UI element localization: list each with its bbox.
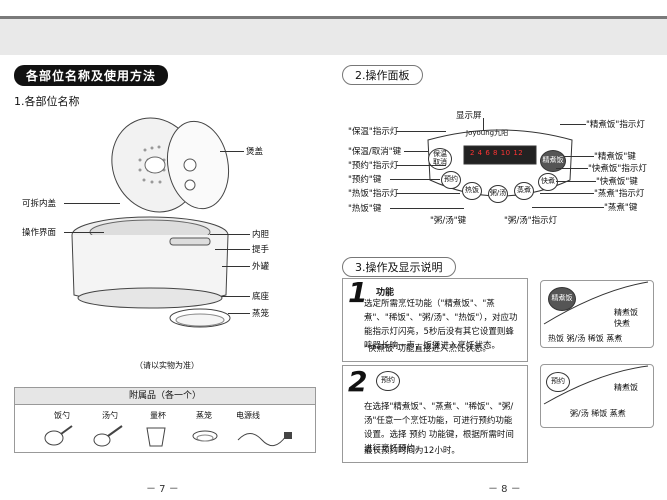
step2-fig-label1: 精煮饭: [614, 383, 638, 392]
step1-fine-button: 精煮饭: [548, 287, 576, 311]
step2-fig-reserve-button: 预约: [546, 372, 570, 392]
part-label-outer: 外罐: [252, 262, 270, 272]
step2-number: 2: [348, 365, 368, 398]
step1-box: [342, 278, 528, 362]
lbl-reheat-light: "热饭"指示灯: [348, 189, 399, 199]
rice-paddle-icon: [44, 425, 73, 446]
page-number-left: － 7 －: [146, 484, 179, 495]
soup-ladle-icon: [93, 425, 123, 447]
acc-label-cup: 量杯: [150, 411, 166, 420]
steam-button[interactable]: 蒸煮: [514, 182, 534, 200]
part-label-control: 操作界面: [22, 228, 57, 238]
lbl-steam-light: "蒸煮"指示灯: [594, 189, 645, 199]
keep-warm-button[interactable]: 保温 取消: [428, 148, 452, 170]
acc-label-soup-ladle: 汤勺: [102, 411, 118, 420]
lbl-porridge-light: "粥/汤"指示灯: [504, 216, 558, 226]
step1-fig-row: 热饭 粥/汤 稀饭 蒸煮: [548, 334, 623, 343]
lbl-quick-light: "快煮饭"指示灯: [588, 164, 647, 174]
step1-fig-label2: 快煮: [614, 319, 630, 328]
acc-label-cord: 电源线: [236, 411, 260, 420]
step1-note: "快煮饭"功能直接进入烹饪状态。: [364, 344, 491, 354]
panel-title: 2.操作面板: [342, 65, 423, 85]
instr-title: 3.操作及显示说明: [342, 257, 456, 277]
quick-rice-button[interactable]: 快煮: [538, 173, 558, 191]
step1-text: 选定所需烹饪功能（"精煮饭"、"蒸煮"、"稀饭"、"粥/汤"、"热饭"），对应功…: [364, 299, 518, 351]
steamer-icon: [192, 430, 218, 442]
step2-note: 最长预约时间为12小时。: [364, 446, 460, 456]
step1-fig-label1: 精煮饭: [614, 308, 638, 317]
step2-text: 在选择"精煮饭"、"蒸煮"、"稀饭"、"粥/汤"任意一个烹饪功能，可进行预约功能…: [364, 402, 514, 454]
step1-number: 1: [348, 276, 368, 309]
fine-rice-button[interactable]: 精煮饭: [540, 150, 566, 172]
display-label: 显示屏: [456, 111, 482, 121]
power-cord-icon: [237, 432, 292, 447]
lbl-keep-warm-light: "保温"指示灯: [348, 127, 399, 137]
lbl-reserve-key: "预约"键: [348, 175, 382, 185]
part-label-lid: 煲盖: [246, 147, 264, 157]
note-text: （请以实物为准）: [135, 361, 199, 370]
display-digits: 2 4 6 8 10 12: [470, 149, 524, 157]
top-band: [0, 16, 667, 55]
lbl-porridge-key: "粥/汤"键: [430, 216, 467, 226]
lbl-keep-warm-key: "保温/取消"键: [348, 147, 402, 157]
lbl-reheat-key: "热饭"键: [348, 204, 382, 214]
measuring-cup-icon: [146, 427, 166, 447]
porridge-button[interactable]: 粥/汤: [488, 185, 508, 203]
step1-title: 功能: [376, 288, 395, 298]
step1-figure: [540, 280, 654, 348]
accessories-title: 附属品（各一个）: [14, 387, 316, 405]
lbl-steam-key: "蒸煮"键: [604, 203, 638, 213]
part-label-handle: 提手: [252, 245, 270, 255]
lbl-quick-key: "快煮饭"键: [596, 177, 638, 187]
parts-subtitle: 1.各部位名称: [14, 95, 80, 108]
reserve-button[interactable]: 预约: [441, 171, 461, 189]
step2-fig-row: 粥/汤 稀饭 蒸煮: [570, 409, 626, 418]
step2-reserve-button: 预约: [376, 371, 400, 391]
rice-cooker-illustration: [71, 117, 231, 328]
lbl-fine-light: "精煮饭"指示灯: [586, 120, 645, 130]
page-number-right: － 8 －: [488, 484, 521, 495]
part-label-inner-pot: 内胆: [252, 230, 270, 240]
step2-figure-curve: [543, 365, 649, 405]
reheat-button[interactable]: 热饭: [462, 182, 482, 200]
lbl-fine-key: "精煮饭"键: [594, 152, 636, 162]
accessories-icons: [44, 425, 292, 447]
lbl-reserve-light: "预约"指示灯: [348, 161, 399, 171]
step1-figure-curve: [543, 281, 649, 325]
acc-label-rice-paddle: 饭勺: [54, 411, 70, 420]
part-label-base: 底座: [252, 292, 270, 302]
part-label-inner-lid: 可拆内盖: [22, 199, 57, 209]
lid-drawing: [111, 117, 230, 213]
step2-figure: [540, 364, 654, 428]
brand-text: Joyoung九阳: [466, 129, 509, 137]
acc-label-steamer: 蒸笼: [196, 411, 212, 420]
section-title: 各部位名称及使用方法: [14, 65, 169, 86]
step2-box: [342, 365, 528, 463]
part-label-steamer: 蒸笼: [252, 309, 270, 319]
